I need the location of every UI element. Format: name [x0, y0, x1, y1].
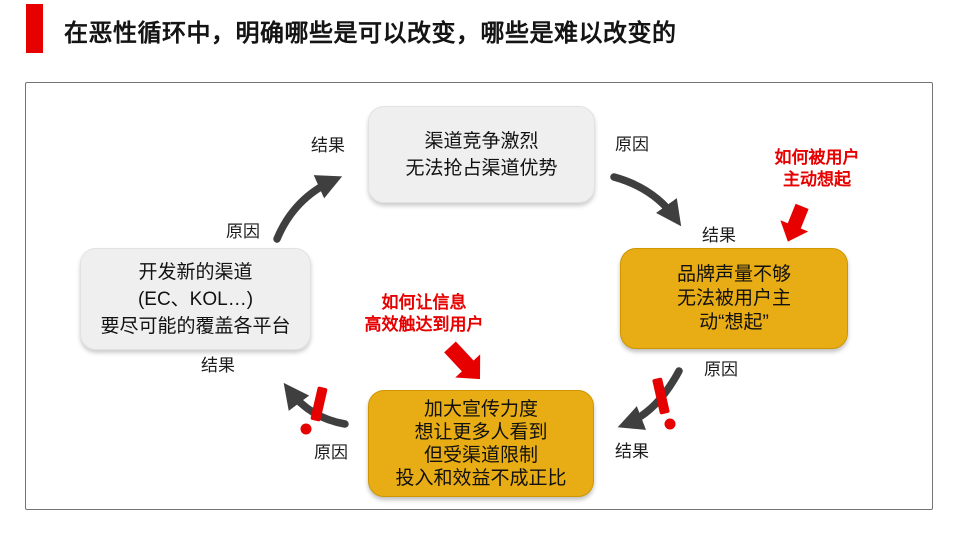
node-line: 加大宣传力度: [423, 398, 538, 420]
node-line: 渠道竞争激烈: [424, 130, 539, 152]
node-line: 无法被用户主: [676, 287, 791, 309]
label-result-right: 结果: [702, 226, 736, 245]
node-increase-promotion: 加大宣传力度 想让更多人看到 但受渠道限制 投入和效益不成正比: [368, 390, 594, 497]
label-result-bottom: 结果: [615, 442, 649, 461]
node-line: 开发新的渠道: [138, 261, 253, 283]
node-line: 想让更多人看到: [414, 421, 548, 443]
annotation-line: 高效触达到用户: [364, 315, 484, 334]
annotation-line: 如何被用户: [774, 148, 860, 167]
annotation-line: 如何让信息: [381, 293, 467, 312]
annotation-message-reach: 如何让信息 高效触达到用户: [365, 292, 484, 336]
node-line: 投入和效益不成正比: [395, 467, 567, 489]
label-result-top: 结果: [311, 136, 345, 155]
node-line: 要尽可能的覆盖各平台: [100, 315, 291, 337]
node-line: 动“想起”: [699, 311, 769, 333]
label-cause-top: 原因: [615, 135, 649, 154]
label-cause-bottom: 原因: [314, 443, 348, 462]
label-cause-left: 原因: [226, 222, 260, 241]
node-develop-new-channels: 开发新的渠道 (EC、KOL…) 要尽可能的覆盖各平台: [80, 248, 311, 350]
label-result-left: 结果: [201, 356, 235, 375]
node-channel-competition: 渠道竞争激烈 无法抢占渠道优势: [368, 106, 595, 203]
page-title: 在恶性循环中，明确哪些是可以改变，哪些是难以改变的: [64, 20, 677, 47]
title-accent-bar: [26, 4, 43, 53]
label-cause-right: 原因: [704, 360, 738, 379]
node-line: 但受渠道限制: [423, 444, 538, 466]
node-line: (EC、KOL…): [137, 288, 254, 310]
node-brand-voice: 品牌声量不够 无法被用户主 动“想起”: [620, 248, 848, 349]
node-line: 无法抢占渠道优势: [405, 157, 558, 179]
annotation-user-recall: 如何被用户 主动想起: [775, 147, 860, 191]
annotation-line: 主动想起: [783, 170, 851, 189]
node-line: 品牌声量不够: [676, 263, 791, 285]
